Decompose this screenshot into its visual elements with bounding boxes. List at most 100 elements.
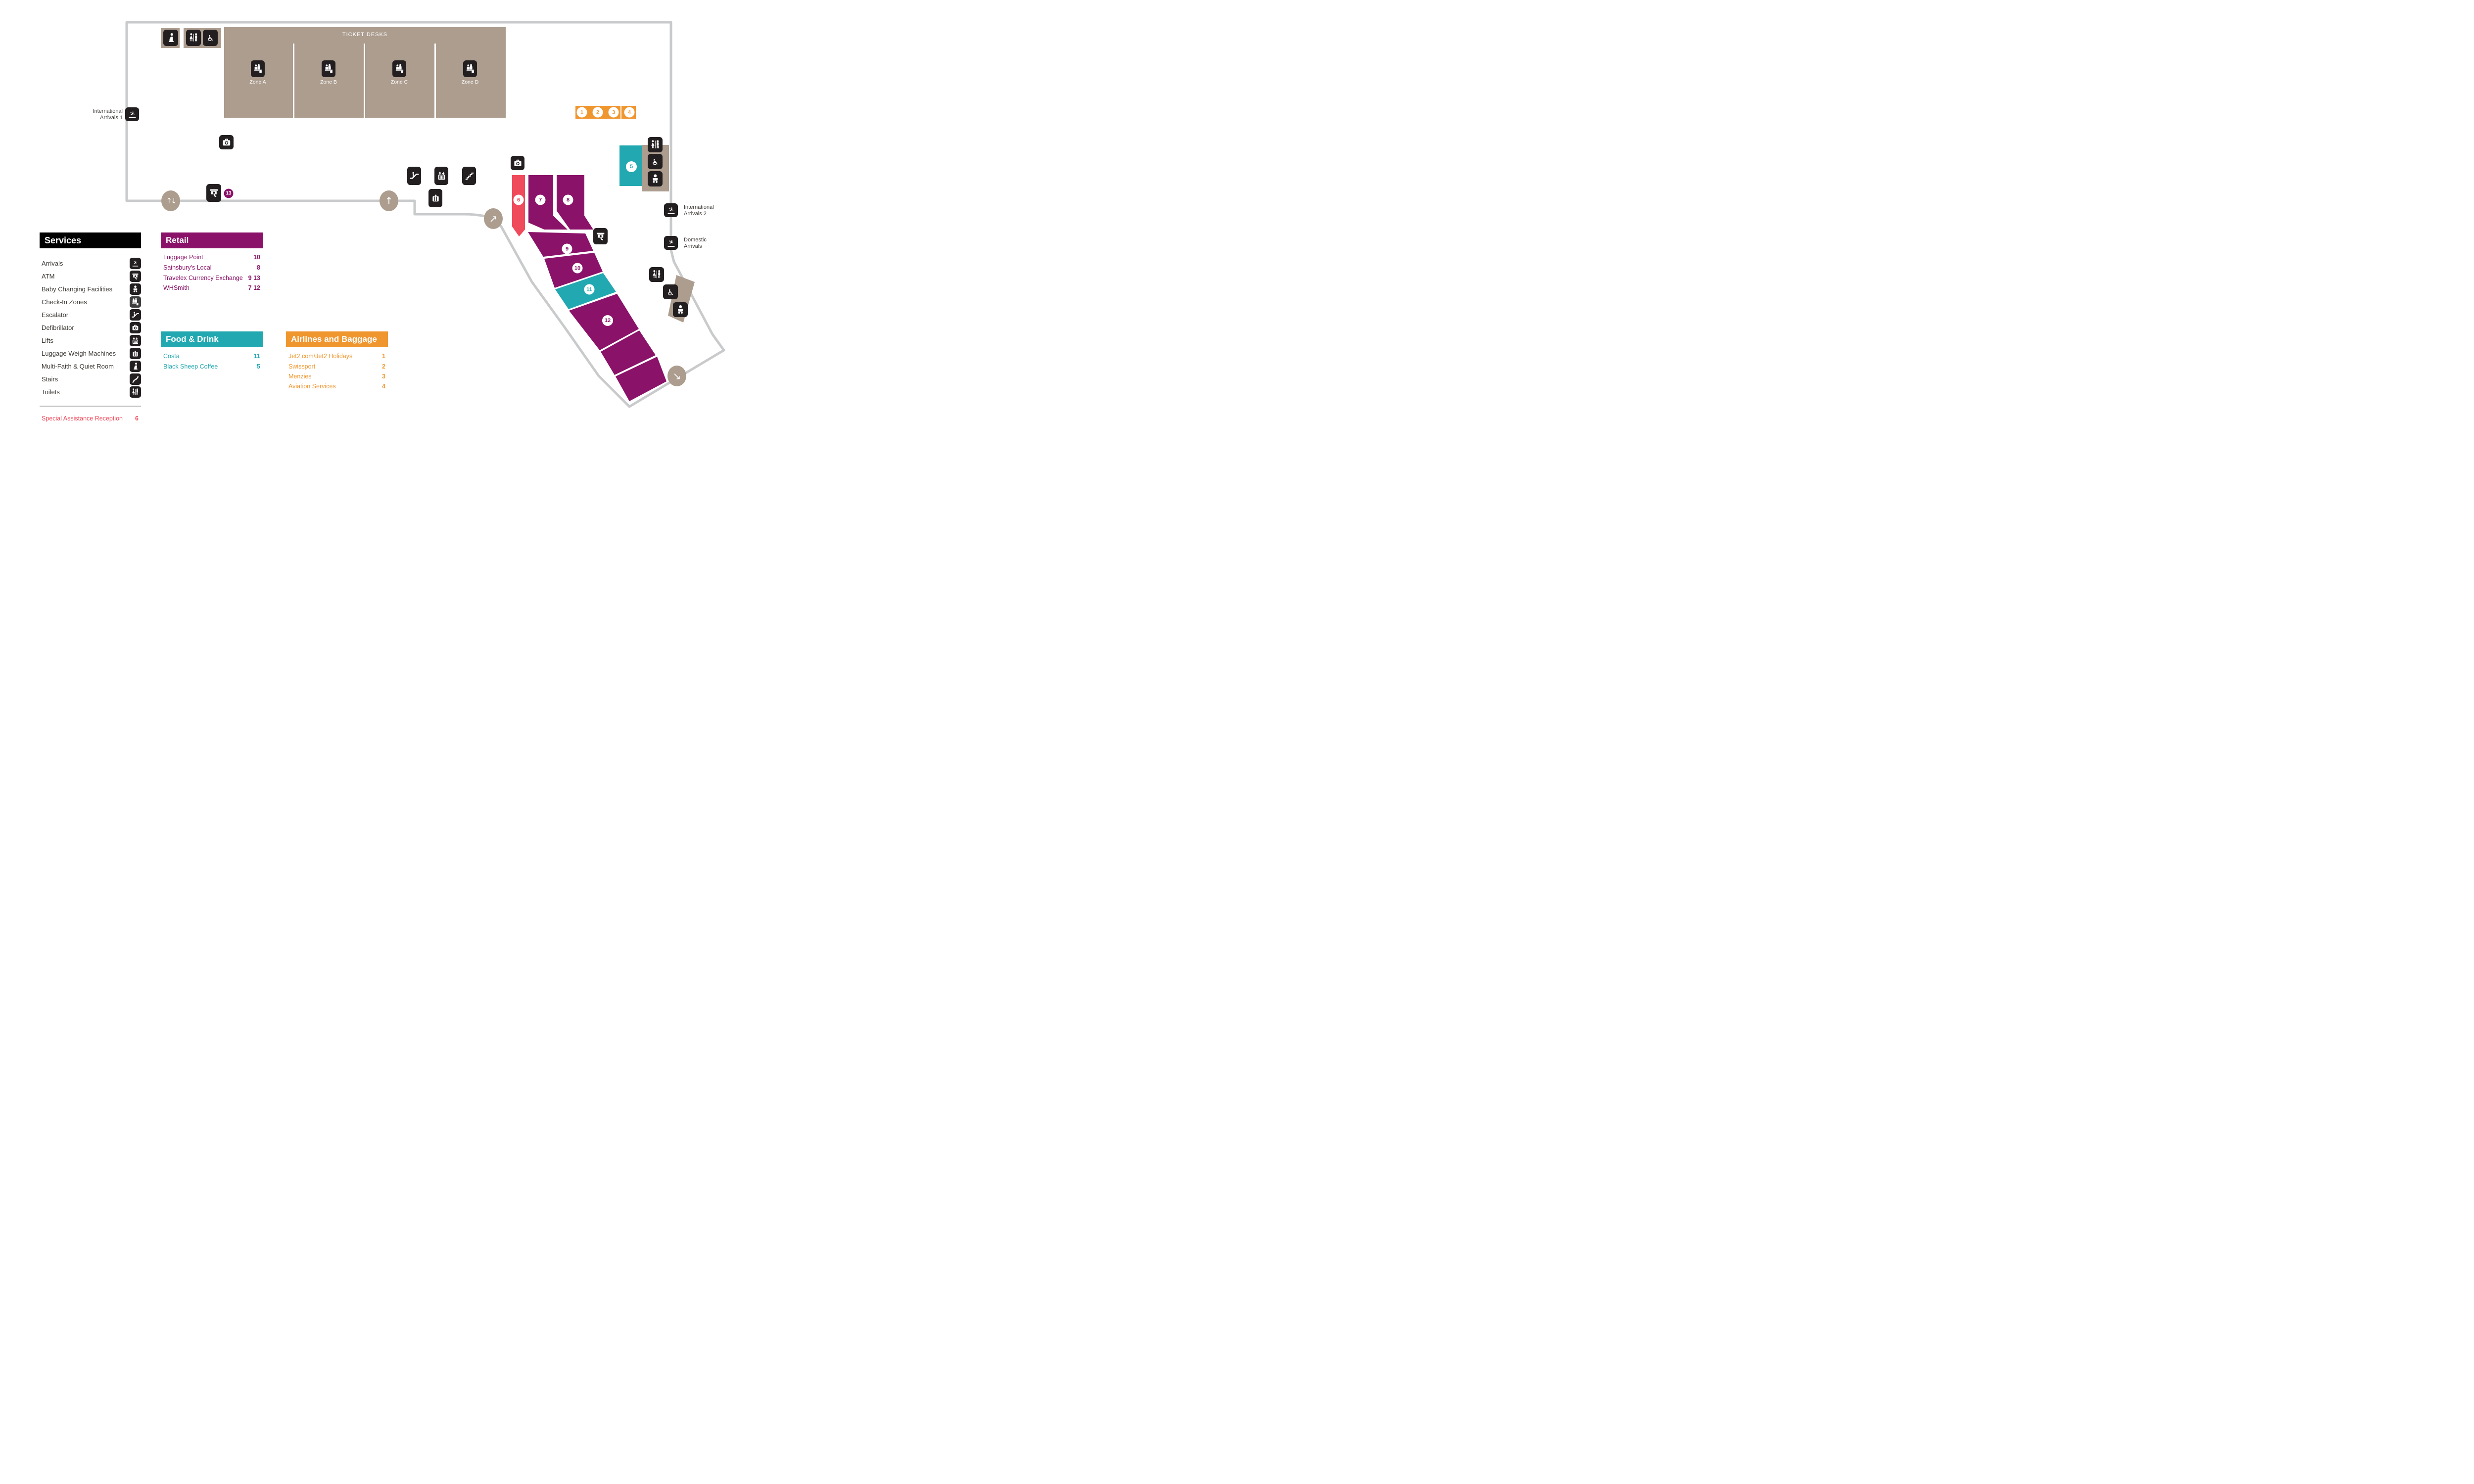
checkin-icon bbox=[130, 296, 141, 308]
service-label: Toilets bbox=[42, 388, 60, 396]
service-label: ATM bbox=[42, 272, 55, 280]
atm-icon bbox=[206, 184, 221, 202]
unit-shape-unnumbered-1 bbox=[601, 330, 656, 375]
retail-header: Retail bbox=[161, 232, 263, 248]
checkin-zone-a-icon bbox=[251, 60, 265, 77]
service-label: Baby Changing Facilities bbox=[42, 285, 113, 293]
wheelchair-icon bbox=[203, 30, 218, 46]
zone-c-label: Zone C bbox=[390, 79, 408, 85]
escalator-icon bbox=[130, 309, 141, 321]
marker-8: 8 bbox=[563, 194, 573, 205]
marker-5: 5 bbox=[626, 161, 637, 172]
marker-12: 12 bbox=[602, 315, 613, 326]
checkin-zone-d-icon bbox=[463, 60, 477, 77]
toilets-icon bbox=[649, 267, 664, 282]
zone-divider bbox=[293, 44, 294, 118]
special-assistance-row: Special Assistance Reception 6 bbox=[42, 414, 139, 423]
checkin-zone-c-icon bbox=[392, 60, 406, 77]
marker-10: 10 bbox=[572, 263, 583, 274]
marker-9: 9 bbox=[562, 243, 572, 254]
food-drink-header: Food & Drink bbox=[161, 331, 263, 347]
airlines-header: Airlines and Baggage bbox=[286, 331, 388, 347]
intl-arrivals-2-label: International Arrivals 2 bbox=[684, 204, 714, 217]
plane-landing-icon bbox=[125, 107, 139, 121]
service-label: Defibrillator bbox=[42, 324, 74, 331]
luggage-weigh-icon bbox=[428, 189, 442, 207]
service-label: Stairs bbox=[42, 375, 58, 383]
baby-icon bbox=[130, 283, 141, 295]
plane-landing-icon bbox=[664, 203, 678, 217]
special-assistance-label: Special Assistance Reception bbox=[42, 415, 123, 422]
route-up-arrow: ↑ bbox=[380, 190, 398, 211]
wheelchair-icon bbox=[663, 284, 678, 299]
service-label: Check-In Zones bbox=[42, 298, 87, 306]
service-label: Multi-Faith & Quiet Room bbox=[42, 362, 114, 370]
multifaith-icon bbox=[130, 360, 141, 372]
marker-6: 6 bbox=[513, 194, 524, 205]
marker-2: 2 bbox=[592, 107, 603, 118]
unit-7-shape bbox=[528, 175, 568, 230]
stairs-icon bbox=[462, 167, 476, 185]
zone-d-label: Zone D bbox=[461, 79, 479, 85]
airlines-bar-divider bbox=[620, 106, 621, 119]
defibrillator-icon bbox=[130, 322, 141, 333]
route-upright-arrow: ↗ bbox=[484, 208, 503, 229]
atm-icon bbox=[130, 270, 141, 282]
marker-1: 1 bbox=[576, 107, 587, 118]
marker-3: 3 bbox=[608, 107, 619, 118]
baby-changing-icon bbox=[648, 171, 663, 186]
baby-changing-icon bbox=[673, 302, 688, 317]
zone-divider bbox=[364, 44, 365, 118]
lift-icon bbox=[130, 334, 141, 346]
unit-6-shape bbox=[512, 175, 525, 236]
plane-landing-icon bbox=[130, 257, 141, 269]
service-label: Arrivals bbox=[42, 259, 63, 267]
services-divider bbox=[40, 406, 141, 407]
service-label: Lifts bbox=[42, 336, 53, 344]
stairs-icon bbox=[130, 373, 141, 385]
terminal-map: TICKET DESKS Zone A Zone B Zone C Zone D… bbox=[0, 0, 776, 436]
zone-a-label: Zone A bbox=[249, 79, 266, 85]
ticket-desks-title: TICKET DESKS bbox=[342, 32, 388, 38]
unit-shape-unnumbered-2 bbox=[616, 357, 666, 401]
marker-4: 4 bbox=[624, 107, 635, 118]
wheelchair-icon bbox=[648, 154, 663, 169]
marker-13: 13 bbox=[224, 188, 234, 198]
route-updown-arrow: ↑↓ bbox=[161, 190, 180, 211]
atm-icon bbox=[593, 228, 608, 244]
checkin-zone-b-icon bbox=[322, 60, 335, 77]
unit-9-shape bbox=[528, 232, 593, 257]
toilets-icon bbox=[186, 30, 201, 46]
luggage-icon bbox=[130, 347, 141, 359]
defibrillator-icon bbox=[219, 135, 234, 149]
service-label: Escalator bbox=[42, 311, 69, 319]
toilets-icon bbox=[648, 137, 663, 152]
zone-b-label: Zone B bbox=[320, 79, 337, 85]
special-assistance-number: 6 bbox=[135, 415, 139, 422]
plane-landing-icon bbox=[664, 236, 678, 250]
services-header: Services bbox=[40, 232, 141, 248]
marker-7: 7 bbox=[535, 194, 546, 205]
unit-8-shape bbox=[557, 175, 593, 230]
zone-divider bbox=[434, 44, 436, 118]
lift-icon bbox=[434, 167, 448, 185]
route-downright-arrow: ↘ bbox=[667, 366, 686, 386]
service-label: Luggage Weigh Machines bbox=[42, 349, 116, 357]
intl-arrivals-1-label: International Arrivals 1 bbox=[93, 108, 123, 121]
defibrillator-icon bbox=[511, 156, 524, 170]
escalator-icon bbox=[407, 167, 421, 185]
multifaith-icon bbox=[163, 30, 178, 46]
marker-11: 11 bbox=[584, 284, 595, 295]
toilets-icon bbox=[130, 386, 141, 398]
domestic-arrivals-label: Domestic Arrivals bbox=[684, 237, 707, 249]
